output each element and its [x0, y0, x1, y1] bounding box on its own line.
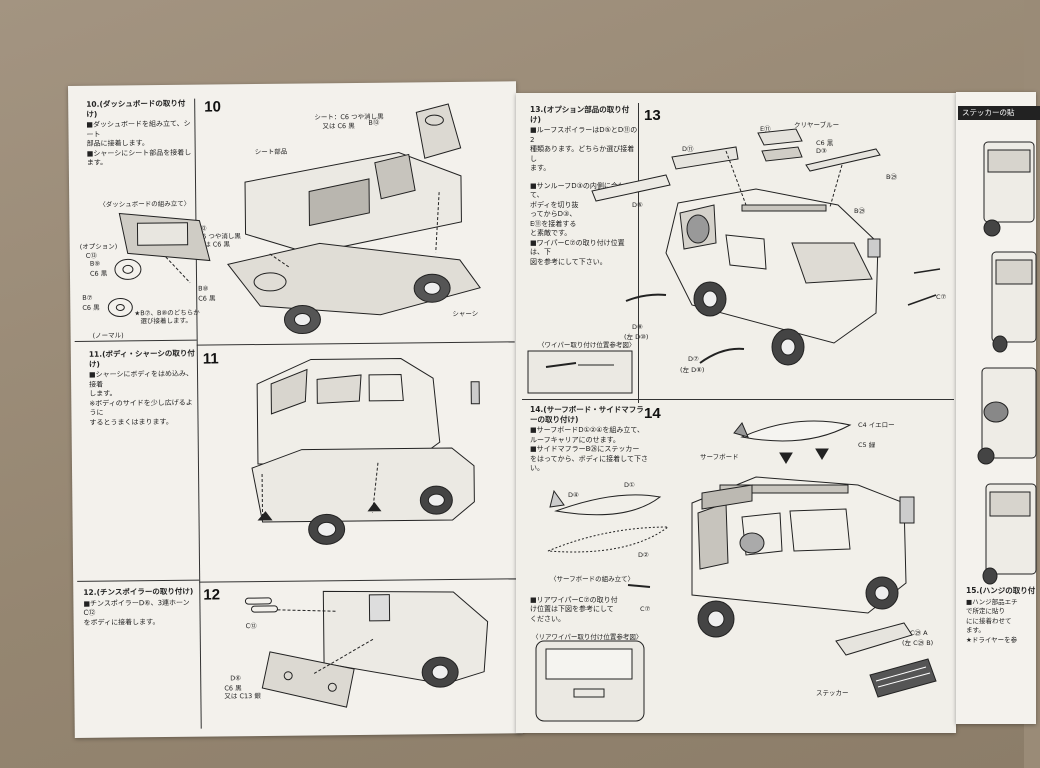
step15-line: ■ハンジ部品エチ [966, 597, 1018, 606]
step12-line: ■チンスポイラーD⑥、3連ホーンC⑫ [83, 598, 190, 617]
part-c7-label: C⑦ [640, 605, 651, 613]
step11-line: ■シャーシにボディをはめ込み、接着 [88, 369, 194, 389]
yellow-label: C4 イエロー [858, 421, 895, 429]
step12-instructions: 12.(チンスポイラーの取り付け) ■チンスポイラーD⑥、3連ホーンC⑫ をボデ… [83, 587, 199, 628]
step15-line: にに接着わせて [966, 616, 1012, 625]
part-d3-label: D③ [816, 147, 827, 155]
step11-instructions: 11.(ボディ・シャーシの取り付け) ■シャーシにボディをはめ込み、接着 します… [89, 349, 198, 428]
step15-line: で所定に貼り [966, 607, 1005, 615]
instruction-sheet-right: 13.(オプション部品の取り付け) ■ルーフスポイラーはD⑤とD⑪の2 種類あり… [516, 93, 956, 733]
step15-line: ★ドライヤーを参 [966, 635, 1018, 644]
step11-line: するとうまくはまります。 [89, 417, 173, 427]
step14-line: け位置は下図を参考にして [530, 605, 614, 613]
part-d11-label: D⑪ [682, 145, 694, 153]
step12-number: 12 [203, 586, 221, 604]
step13-instructions: 13.(オプション部品の取り付け) ■ルーフスポイラーはD⑤とD⑪の2 種類あり… [530, 105, 638, 267]
dashboard-illustration [107, 103, 489, 708]
green-label: C5 緑 [858, 441, 876, 449]
step14-line: ■サーフボードD①②④を組み立て、 [530, 426, 645, 434]
step14-line: をはってから、ボディに接着して下さ [530, 454, 648, 463]
step15-instructions: 15.(ハンジの取り付 ■ハンジ部品エチ で所定に貼り にに接着わせて ます。 … [966, 586, 1036, 645]
step13-line: ボディを切り抜 [530, 200, 579, 209]
column-divider [638, 103, 639, 403]
part-e11-label: E⑪ [760, 125, 771, 133]
part-d2-label: D② [638, 551, 649, 559]
part-b29-label: B㉙ [854, 207, 865, 215]
step14-instructions: 14.(サーフボード・サイドマフラーの取り付け) ■サーフボードD①②④を組み立… [530, 405, 648, 624]
step13-heading: 13.(オプション部品の取り付け) [530, 105, 630, 124]
step15-heading: 15.(ハンジの取り付 [966, 586, 1036, 595]
step13-line: と素敵です。 [530, 229, 572, 237]
wiper-position-caption: 〈ワイパー取り付け位置参考図〉 [538, 341, 636, 349]
part-b29-label: B㉙ [886, 173, 897, 181]
part-d9-label: D⑨ [632, 323, 643, 331]
step12-heading: 12.(チンスポイラーの取り付け) [83, 586, 194, 597]
rear-wiper-caption: 〈リアワイパー取り付け位置参考図〉 [532, 633, 643, 641]
step14-number: 14 [644, 405, 661, 422]
c6-black-label: C6 黒 [816, 139, 834, 147]
part-d1-label: D① [624, 481, 635, 489]
step14-van-illustration [535, 420, 937, 722]
instruction-sheet-far-right: ステッカーの貼 15.(ハンジの取り付 ■ハンジ部品エチ で所定に貼り にに接 [956, 92, 1040, 724]
part-d5-label: D⑤ [632, 201, 643, 209]
step13-line: 図を参考にして下さい。 [530, 257, 607, 266]
step14-line: ■リアワイパーC⑦の取り付 [530, 595, 618, 604]
step13-line: 種類あります。どちらか選び接着し [530, 145, 635, 163]
surfboard-label: サーフボード [700, 453, 739, 461]
step13-line: ってからD③、 [530, 210, 577, 218]
step14-line: ルーフキャリアにのせます。 [530, 435, 620, 444]
step12-line: をボディに接着します。 [83, 617, 160, 627]
part-d9-alt: (左 D⑩) [624, 333, 649, 341]
part-d4-label: D④ [568, 491, 579, 499]
surfboard-assembly-caption: 〈サーフボードの組み立て〉 [550, 575, 635, 583]
step11-line: ※ボディのサイドを少し広げるように [89, 398, 193, 417]
row-divider [522, 399, 954, 400]
step13-number: 13 [644, 107, 661, 124]
step11-number: 11 [202, 350, 219, 368]
step15-line: ます。 [966, 626, 985, 634]
step13-line: ■サンルーフD③の内側に合わせて、 [530, 181, 632, 200]
sticker-vans-illustration [977, 141, 1037, 585]
step13-line: ■ルーフスポイラーはD⑤とD⑪の2 [530, 126, 638, 144]
part-c29b-label: (左 C㉙ B) [902, 639, 934, 647]
step11-heading: 11.(ボディ・シャーシの取り付け) [88, 348, 195, 369]
step13-van-illustration [527, 128, 941, 394]
step14-line: い。 [530, 464, 544, 472]
part-c12-label: C⑫ [245, 622, 257, 631]
part-c29a-label: C㉙ A [910, 629, 928, 637]
instruction-sheet-left: 10.(ダッシュボードの取り付け) ■ダッシュボードを組み立て、シート 部品に接… [68, 81, 523, 738]
part-d7-label: D⑦ [688, 355, 699, 363]
step14-line: ください。 [530, 614, 565, 623]
part-d7-alt: (左 D⑧) [680, 366, 705, 374]
step14-heading: 14.(サーフボード・サイドマフラーの取り付け) [530, 405, 644, 424]
step14-line: ■サイドマフラーB㉖にステッカー [530, 445, 640, 453]
part-d6-label: D⑥ [230, 674, 242, 683]
part-d6-alt: 又は C13 銀 [224, 692, 261, 701]
clear-blue-label: クリヤーブルー [794, 121, 840, 129]
sticker-section-title: ステッカーの貼 [958, 106, 1040, 120]
sticker-label: ステッカー [816, 689, 849, 697]
part-c7-label: C⑦ [936, 293, 947, 301]
step13-line: E⑪を接着する [530, 219, 577, 228]
step13-line: ます。 [530, 164, 551, 172]
step13-line: ■ワイパーC⑦の取り付け位置は、下 [530, 238, 625, 257]
